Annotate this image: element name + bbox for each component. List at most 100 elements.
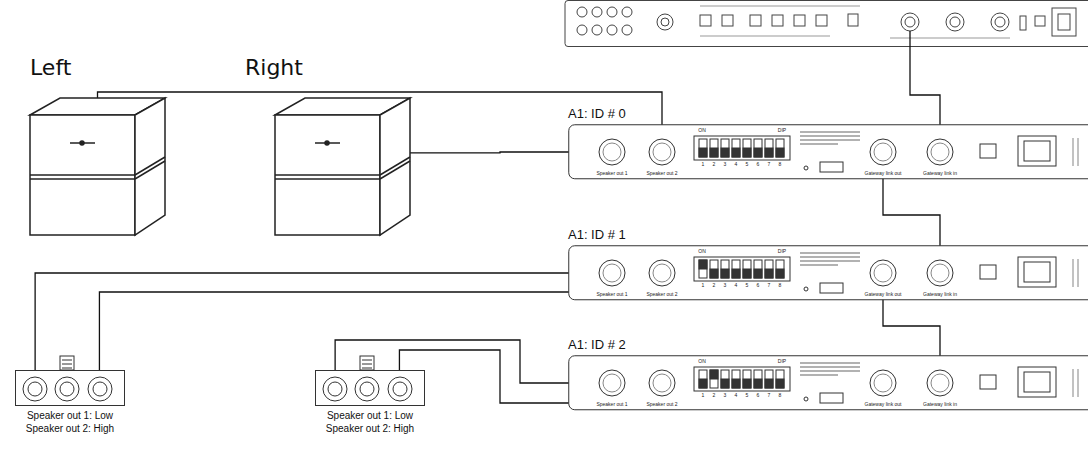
dip-slot: [754, 139, 762, 157]
dip-knob: [732, 379, 740, 388]
amp-panel: [569, 356, 1088, 410]
panel-print-label: Speaker out 1: [596, 292, 627, 297]
amp-front: [569, 246, 1088, 300]
dip-slot: [743, 370, 751, 388]
socket: [927, 139, 953, 165]
brand-print: [800, 370, 860, 372]
dip-block: [694, 257, 790, 281]
dip-slot: [765, 370, 773, 388]
panel-socket-ring: [393, 382, 407, 396]
dip-slot: [699, 370, 707, 388]
panel-print-label: 7: [768, 393, 771, 398]
panel-print-label: 4: [735, 393, 738, 398]
dip-block: [694, 136, 790, 160]
panel-module-line: [62, 360, 72, 361]
panel-print-label: 8: [779, 393, 782, 398]
brand-print: [800, 260, 860, 262]
panel-print-label: Speaker out 2: [646, 402, 677, 407]
panel-print-label: Speaker out 2: [646, 171, 677, 176]
amp-panel: [569, 125, 1088, 179]
connector-panel: Speaker out 1: Low Speaker out 2: High: [15, 370, 125, 435]
unit-art: [568, 355, 1088, 411]
panel-print-label: 6: [757, 283, 760, 288]
panel-print-label: 2: [713, 162, 716, 167]
panel-print-label: Gateway link out: [865, 402, 902, 407]
dip-knob: [721, 148, 729, 157]
panel-socket: [388, 377, 412, 401]
panel-print-label: 3: [724, 162, 727, 167]
dip-slot: [776, 370, 784, 388]
socket: [649, 370, 675, 396]
panel-caption: Speaker out 1: Low Speaker out 2: High: [15, 410, 125, 435]
socket-ring: [931, 143, 949, 161]
dip-knob: [732, 269, 740, 278]
panel-print-label: 5: [746, 283, 749, 288]
speaker-connector-panel: [316, 356, 425, 406]
usb-port: [820, 162, 843, 172]
speaker-cable: [35, 273, 599, 371]
panel-print-label: 2: [713, 393, 716, 398]
panel-print-label: 8: [779, 162, 782, 167]
dip-knob: [710, 269, 718, 278]
cube-side: [135, 98, 165, 235]
socket-ring: [653, 143, 671, 161]
brand-print: [800, 256, 860, 258]
socket-ring: [874, 264, 892, 282]
dip-knob: [765, 148, 773, 157]
panel-print-label: 1: [702, 393, 705, 398]
dip-knob: [743, 269, 751, 278]
socket: [870, 370, 896, 396]
socket-ring: [874, 374, 892, 392]
panel-plate: [316, 371, 425, 406]
connector-panel: Speaker out 1: Low Speaker out 2: High: [315, 370, 425, 435]
side-print: [1072, 369, 1073, 397]
brand-print: [800, 143, 838, 145]
panel-print-label: 3: [724, 283, 727, 288]
side-print: [1077, 138, 1078, 166]
panel-print-label: ON: [698, 249, 706, 254]
dip-slot: [721, 139, 729, 157]
panel-print-label: Gateway link out: [865, 171, 902, 176]
dip-knob: [710, 370, 718, 379]
cube-line: [380, 161, 410, 179]
dip-slot: [710, 139, 718, 157]
dip-slot: [710, 260, 718, 278]
panel-print-label: Gateway link out: [865, 292, 902, 297]
panel-socket: [88, 377, 112, 401]
dip-knob: [754, 379, 762, 388]
unit-heading: A1: ID # 1: [568, 225, 1088, 245]
panel-socket-ring: [93, 382, 107, 396]
unit-heading: Left: [25, 55, 170, 81]
hub-print: [700, 6, 1010, 38]
dip-slot: [721, 260, 729, 278]
dip-knob: [754, 148, 762, 157]
panel-print-label: ON: [698, 128, 706, 133]
cube-line: [30, 174, 135, 176]
panel-print-label: DIP: [778, 359, 786, 364]
socket-ring: [603, 143, 621, 161]
side-print: [1072, 138, 1073, 166]
dip-slot: [699, 260, 707, 278]
dip-knob: [699, 260, 707, 269]
dip-slot: [710, 370, 718, 388]
dip-knob: [743, 379, 751, 388]
brand-print: [800, 362, 860, 364]
dip-slot: [776, 260, 784, 278]
dip-slot: [721, 370, 729, 388]
dip-knob: [699, 379, 707, 388]
dip-slot: [765, 260, 773, 278]
panel-socket-ring: [328, 382, 342, 396]
dip-knob: [710, 148, 718, 157]
status-led: [804, 287, 808, 291]
panel-module-line: [362, 364, 372, 365]
socket: [927, 260, 953, 286]
amp-panel: [569, 246, 1088, 300]
dip-slot: [699, 139, 707, 157]
panel-socket: [23, 377, 47, 401]
socket-ring: [931, 264, 949, 282]
dip-knob: [699, 148, 707, 157]
socket-ring: [603, 264, 621, 282]
status-led: [804, 397, 808, 401]
usb-port: [820, 393, 843, 403]
panel-print-label: Gateway link in: [923, 292, 957, 297]
